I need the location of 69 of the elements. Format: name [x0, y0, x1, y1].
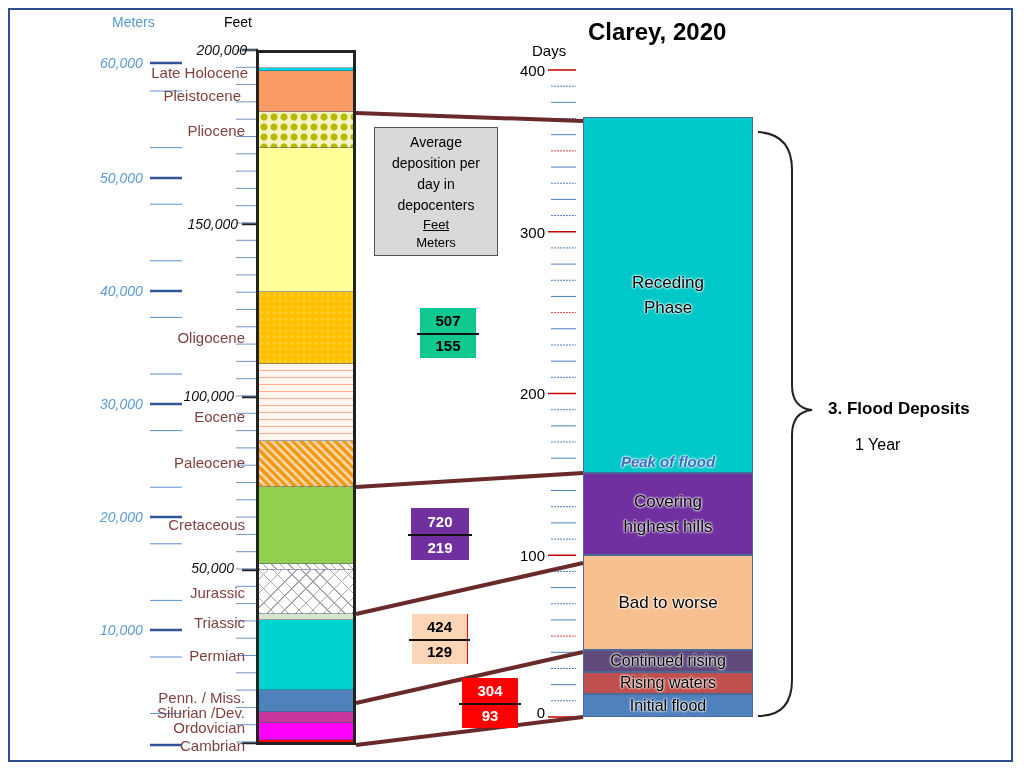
tick-label: 400: [519, 61, 545, 79]
rate-box: [411, 508, 469, 560]
phase-label: Rising waters: [620, 673, 716, 693]
depth-value: 50,000: [100, 169, 143, 187]
correlation-line: [355, 471, 584, 489]
period-name: Penn. / Miss.: [158, 688, 245, 706]
rate-value: 93: [481, 707, 499, 724]
phase-box: [583, 473, 753, 555]
group-label: 3. Flood Deposits: [828, 399, 970, 417]
rate-box: [412, 614, 468, 664]
phase-label: Receding Phase: [631, 272, 705, 319]
phase-box: [583, 650, 753, 672]
note-box: [374, 127, 498, 256]
tick-label: 300: [519, 223, 545, 241]
duration-label: 1 Year: [855, 435, 901, 453]
depth-value: 10,000: [100, 621, 143, 639]
peak-label: Peak of flood: [620, 453, 716, 470]
chart-title: Clarey, 2020: [588, 18, 727, 46]
correlation-line: [355, 650, 584, 705]
period-name: Pleistocene: [163, 86, 241, 104]
unit-label: Meters: [416, 233, 456, 252]
rate-box: [462, 678, 518, 728]
period-name: Eocene: [194, 407, 245, 425]
period-name: Permian: [189, 646, 245, 664]
depth-value: 200,000: [196, 41, 247, 59]
period-name: Cretaceous: [168, 515, 245, 533]
phase-box: [583, 117, 753, 473]
phase-label: Initial flood: [629, 695, 707, 716]
period-name: Pliocene: [187, 121, 245, 139]
depth-value: 40,000: [100, 282, 143, 300]
axis-title: Feet: [224, 13, 252, 31]
period-name: Oligocene: [177, 328, 245, 346]
correlation-line: [355, 561, 584, 616]
phase-label: Covering highest hills: [622, 491, 714, 538]
depth-value: 60,000: [100, 54, 143, 72]
depth-value: 50,000: [191, 559, 234, 577]
rate-value: 304: [477, 682, 503, 699]
period-name: Cambrian: [179, 736, 245, 754]
depth-value: 150,000: [187, 215, 238, 233]
tick-label: 0: [536, 703, 545, 721]
phase-box: [583, 694, 753, 717]
period-name: Ordovician: [173, 718, 245, 736]
axis-title: Meters: [112, 13, 155, 31]
depth-value: 100,000: [183, 387, 234, 405]
phase-box: [583, 672, 753, 694]
period-name: Jurassic: [190, 583, 245, 601]
tick-label: 100: [519, 546, 545, 564]
period-name: Triassic: [193, 613, 245, 631]
tick-label: 200: [519, 384, 545, 402]
rate-value: 129: [427, 643, 452, 660]
period-name: Paleocene: [174, 453, 245, 471]
depth-value: 30,000: [100, 395, 143, 413]
rate-value: 219: [427, 538, 453, 556]
rate-value: 424: [427, 618, 452, 635]
period-name: Late Holocene: [151, 63, 248, 81]
phase-box: [583, 555, 753, 650]
depth-value: 20,000: [100, 508, 143, 526]
unit-label: Feet: [423, 215, 449, 234]
stratigraphic-column: [256, 50, 356, 745]
correlation-line: [355, 111, 584, 123]
rate-value: 720: [427, 512, 453, 530]
phase-label: Bad to worse: [618, 592, 718, 614]
rate-box: [420, 308, 476, 358]
period-name: Silurian /Dev.: [156, 703, 245, 721]
axis-title: Days: [532, 41, 567, 59]
rate-value: 507: [435, 312, 461, 329]
rate-value: 155: [435, 337, 461, 354]
phase-label: Continued rising: [610, 651, 726, 671]
note-text: Average deposition per day in depocenters: [391, 132, 481, 215]
